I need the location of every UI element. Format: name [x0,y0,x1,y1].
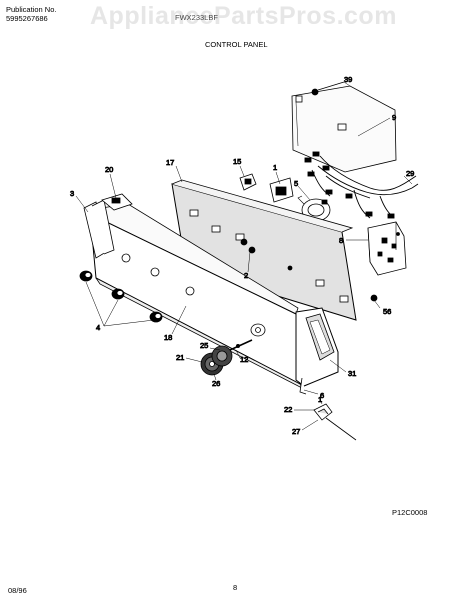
callout-25: 25 [200,341,208,350]
callout-4: 4 [96,323,100,332]
callout-15: 15 [233,157,241,166]
control-panel-back-part [171,179,357,321]
knob-part [79,270,93,282]
callout-18: 18 [164,333,172,342]
right-end-cap-part [295,307,339,395]
knob-part [111,288,125,300]
leader-lines [75,81,413,431]
callout-12: 12 [240,355,248,364]
timer-shaft-part [229,339,253,351]
callout-26: 26 [212,379,220,388]
model-number: FWX233LBF [175,13,218,22]
publication-label: Publication No. [6,5,57,14]
selector-switch-part [239,173,257,191]
timer-part [367,221,407,276]
callout-21: 21 [176,353,184,362]
callout-5: 5 [294,179,298,188]
knob-part [149,311,163,323]
revision-date: 08/96 [8,586,27,595]
page-number: 8 [233,583,238,592]
rotary-switch-part [269,177,294,203]
diagram-title: CONTROL PANEL [205,40,268,49]
screw-part [311,81,345,96]
callout-29: 29 [406,169,414,178]
lid-switch-key-part [313,403,357,441]
callout-1a: 1 [273,163,277,172]
callout-8: 8 [339,236,343,245]
callout-1-key: 1 [318,395,322,404]
watermark-text: AppliancePartsPros.com [90,2,397,30]
callout-39: 39 [344,75,352,84]
timer-dial-part [211,345,233,367]
wire-harness-part [304,151,419,219]
callout-17: 17 [166,158,174,167]
callout-9: 9 [392,113,396,122]
callout-3: 3 [70,189,74,198]
left-end-cap-part [83,193,133,259]
callout-31: 31 [348,369,356,378]
publication-number: 5995267686 [6,14,48,23]
callout-20: 20 [105,165,113,174]
callout-6: 6 [320,391,324,400]
diagram-code: P12C0008 [392,508,428,517]
callout-27: 27 [292,427,300,436]
callout-2: 2 [244,271,248,280]
publication-info: Publication No. 5995267686 [6,5,56,23]
screw-part [370,294,378,302]
callout-22: 22 [284,405,292,414]
callout-56: 56 [383,307,391,316]
